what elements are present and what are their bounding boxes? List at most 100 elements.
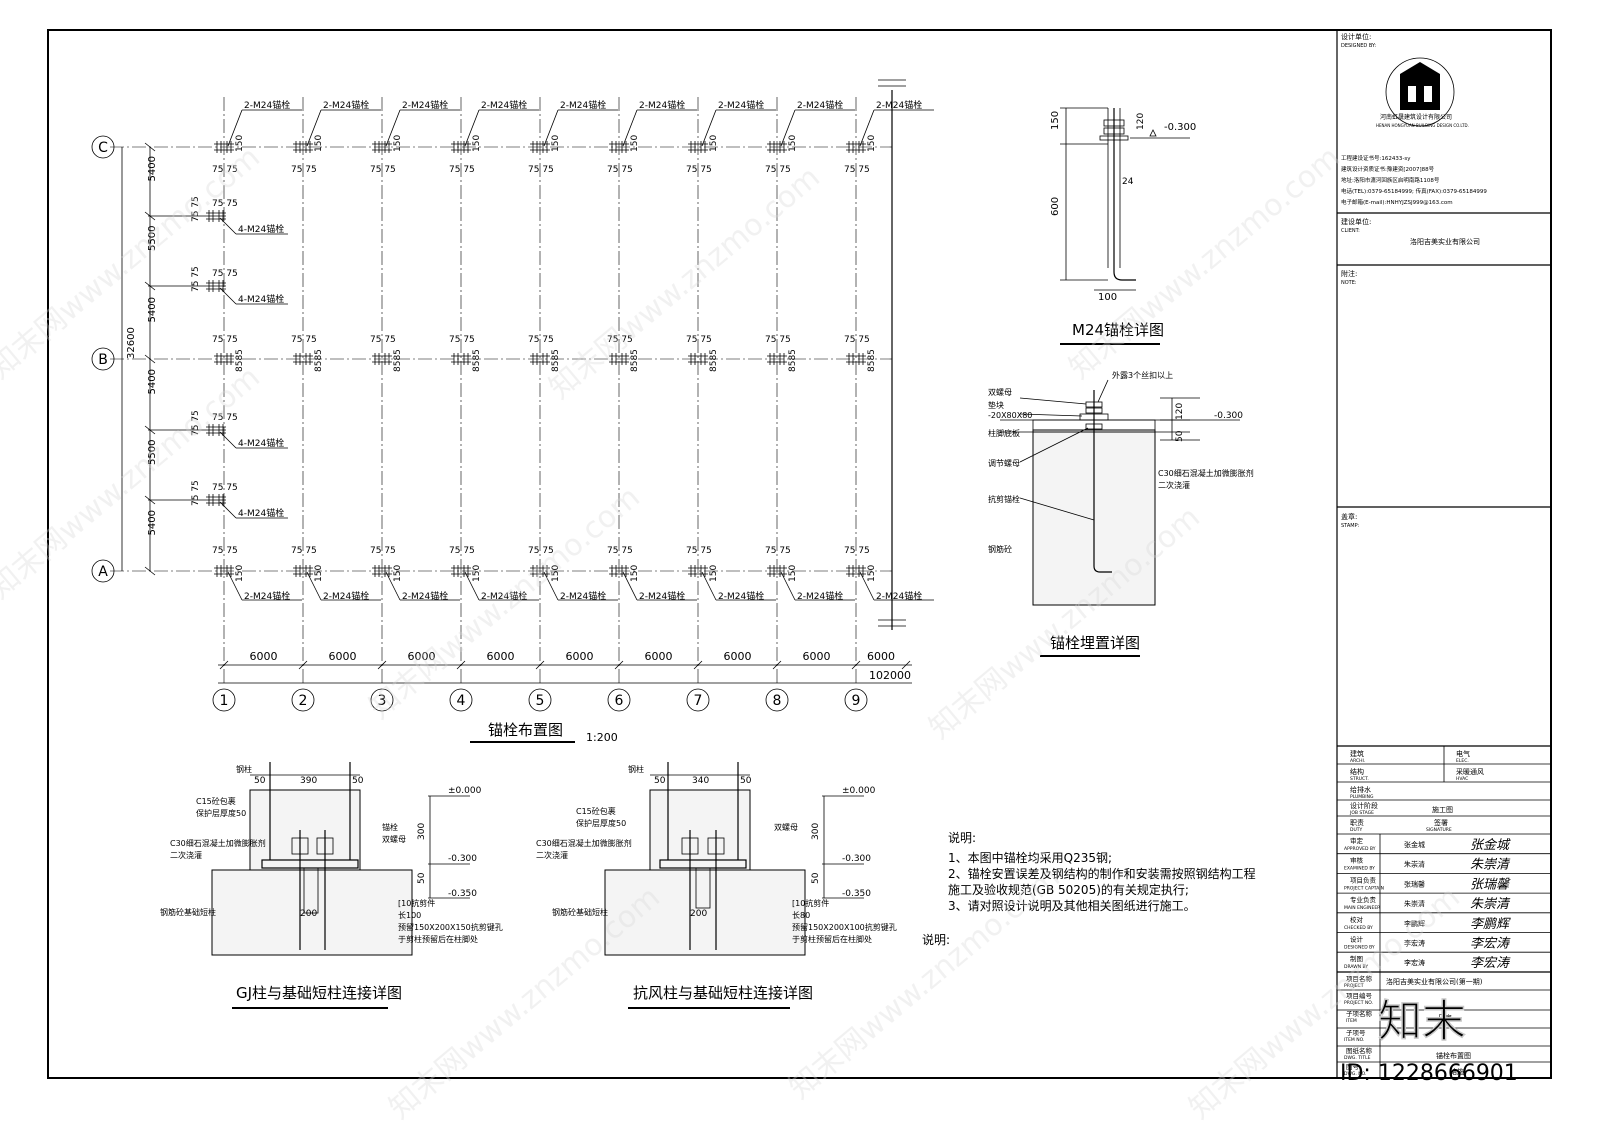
bolt-dim: 150 [472,565,482,582]
dim-tick [456,660,466,670]
svg-text:知末网www.znzmo.com: 知末网www.znzmo.com [1183,880,1467,1126]
role-label: 设计 [1350,935,1364,944]
bolt-dim: 75 75 [686,335,712,345]
leader-line [622,109,638,147]
signature-rows: 审定APPROVED BY张金城张金城审核EXAMINED BY朱崇清朱崇清项目… [1337,836,1551,973]
role-name: 朱崇清 [1404,899,1425,908]
gj-detail-title: GJ柱与基础短柱连接详图 [236,984,402,1002]
svg-text:盖章:: 盖章: [1341,512,1357,521]
bolt-label: 2-M24锚栓 [797,590,843,602]
svg-text:钢柱: 钢柱 [236,764,252,774]
dim-tick [851,660,861,670]
notes-heading-2: 说明: [922,932,950,947]
bolt-dim: 75 75 [765,546,791,556]
bolt-dim: 75 75 [607,165,633,175]
bolt-label: 2-M24锚栓 [481,590,527,602]
total-length-dimension: 102000 [869,669,911,682]
svg-text:100: 100 [1098,292,1117,303]
role-label-en: EXAMINED BY [1344,866,1375,872]
axis-bubble [370,688,394,712]
dim-tick [772,660,782,670]
bolt-dim: 75 75 [449,165,475,175]
svg-text:STAMP:: STAMP: [1341,523,1360,529]
leader-line [622,571,638,601]
bolt-dim: 75 75 [212,413,238,423]
svg-text:200: 200 [690,909,707,919]
axis-label: 5 [536,693,545,709]
svg-text:河南虹晟建筑设计有限公司: 河南虹晟建筑设计有限公司 [1380,113,1452,121]
watermark-layer: 知末网www.znzmo.com 知末网www.znzmo.com 知末网www… [0,140,1518,1126]
bolt-label: 4-M24锚栓 [238,293,284,305]
bolt-label: 2-M24锚栓 [876,99,922,111]
svg-text:双螺母: 双螺母 [774,822,798,832]
role-label: 制图 [1350,954,1363,963]
row-dimension: 5500 [147,440,158,465]
bolt-dim: 75 75 [765,165,791,175]
leader-line [219,287,237,305]
leader-line [701,109,717,147]
axis-label: 6 [615,693,624,709]
bolt-dim: 75 75 [528,546,554,556]
role-name: 朱崇清 [1404,860,1425,869]
svg-text:柱脚底板: 柱脚底板 [988,428,1020,438]
bolt-label: 2-M24锚栓 [402,99,448,111]
svg-text:二次浇灌: 二次浇灌 [170,850,202,860]
bolt-label: 2-M24锚栓 [560,590,606,602]
bolt-dim: 75 75 [212,165,238,175]
dim-tick [219,660,229,670]
role-label-en: APPROVED BY [1344,846,1376,852]
bolt-dim: 75 75 [607,335,633,345]
svg-text:外露3个丝扣以上: 外露3个丝扣以上 [1112,370,1173,380]
bolt-dim: 75 75 [370,335,396,345]
svg-text:子项名称: 子项名称 [1346,1009,1373,1018]
svg-text:知末网www.znzmo.com: 知末网www.znzmo.com [543,160,827,406]
svg-text:50: 50 [254,776,266,786]
svg-text:设计单位:: 设计单位: [1341,32,1371,41]
svg-text:预留150X200X150抗剪键孔: 预留150X200X150抗剪键孔 [398,922,503,932]
svg-text:图号: 图号 [1346,1063,1360,1071]
svg-text:工程建设证书号:162433-sy: 工程建设证书号:162433-sy [1341,154,1411,162]
bolt-dim: 75 75 [191,480,201,506]
axis-bubble [528,688,552,712]
svg-text:50: 50 [654,776,666,786]
bolt-dim: 8585 [472,349,482,372]
svg-text:长100: 长100 [398,910,421,920]
row-dimension: 5400 [147,297,158,322]
bolt-dim: 150 [551,135,561,152]
bolt-dim: 75 75 [291,546,317,556]
svg-text:图纸名称: 图纸名称 [1346,1046,1373,1055]
svg-text:120: 120 [1175,403,1185,420]
bolt-dim: 150 [788,135,798,152]
svg-text:-0.300: -0.300 [1164,122,1196,133]
bolt-label: 2-M24锚栓 [481,99,527,111]
svg-text:C30细石混凝土加微膨胀剂: C30细石混凝土加微膨胀剂 [536,838,632,848]
role-label: 项目负责 [1350,875,1377,884]
role-label-en: DRAWN BY [1344,964,1368,970]
axis-label: 8 [773,693,782,709]
bolt-dim: 150 [235,135,245,152]
bolt-dim: 150 [314,565,324,582]
svg-text:DWG. TITLE: DWG. TITLE [1344,1055,1371,1061]
svg-text:锚栓: 锚栓 [382,822,398,832]
svg-text:保护层厚度50: 保护层厚度50 [196,808,246,818]
svg-text:钢筋砼: 钢筋砼 [988,544,1012,554]
embed-detail: 120 50 -0.300 双螺母 垫块 -20X80X80 柱脚底板 调节螺母… [988,370,1254,606]
note-line: 3、请对照设计说明及其他相关图纸进行施工。 [948,898,1196,913]
bolt-dim: 8585 [551,349,561,372]
axis-bubble [449,688,473,712]
svg-text:HVAC: HVAC [1456,776,1468,782]
col-dimension: 6000 [408,650,436,663]
svg-text:200: 200 [300,909,317,919]
svg-text:JOB STAGE: JOB STAGE [1349,810,1374,816]
svg-text:300: 300 [417,823,427,840]
role-name: 张金城 [1404,840,1425,849]
svg-text:DESIGNED BY:: DESIGNED BY: [1341,43,1376,49]
bolt-dim: 75 75 [528,165,554,175]
svg-text:施工图: 施工图 [1432,805,1453,814]
svg-text:ELEC.: ELEC. [1456,758,1469,764]
svg-text:职责: 职责 [1350,818,1364,827]
kf-detail-title: 抗风柱与基础短柱连接详图 [633,984,813,1002]
dim-tick [298,660,308,670]
bolt-dim: 8585 [630,349,640,372]
row-dimension: 5400 [147,369,158,394]
